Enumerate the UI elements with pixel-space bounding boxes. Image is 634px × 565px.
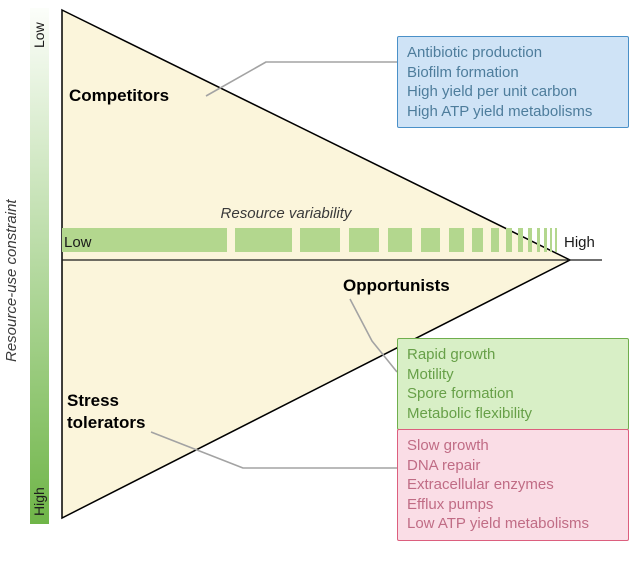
callout-item: Spore formation	[407, 385, 514, 402]
callout-item: Efflux pumps	[407, 495, 494, 513]
resource-constraint-gradient-bar	[30, 8, 49, 524]
connector-line-stress-tolerators	[150, 431, 397, 469]
callout-item: Low ATP yield metabolisms	[407, 515, 590, 532]
region-label-competitors: Competitors	[69, 86, 170, 105]
callout-opportunists: Rapid growth Motility Spore formation Me…	[397, 338, 629, 430]
callout-item: High yield per unit carbon	[407, 83, 578, 100]
callout-item: Extracellular enzymes	[407, 476, 554, 493]
resource-variability-bar	[62, 228, 557, 252]
connector-line-competitors	[205, 61, 397, 97]
callout-item: High ATP yield metabolisms	[407, 102, 593, 120]
y-axis-low-label: Low	[31, 21, 47, 48]
callout-item: Antibiotic production	[407, 44, 543, 61]
connector-line-opportunists	[349, 298, 398, 373]
region-label-opportunists: Opportunists	[343, 276, 450, 295]
region-label-stress-tolerators: Stress tolerators	[67, 390, 145, 434]
x-axis-low-label: Low	[64, 234, 92, 251]
callout-item: Metabolic flexibility	[407, 404, 533, 422]
callout-item: Biofilm formation	[407, 63, 519, 81]
callout-stress-tolerators: Slow growth DNA repair Extracellular enz…	[397, 429, 629, 541]
strategy-triangle	[61, 8, 572, 520]
callout-item: Rapid growth	[407, 346, 496, 363]
x-axis-label: Resource variability	[221, 205, 353, 222]
stress-label-line2: tolerators	[67, 413, 146, 432]
callout-item: Slow growth	[407, 437, 489, 454]
y-axis-label: Resource-use constraint	[3, 199, 20, 362]
y-axis-high-label: High	[31, 487, 47, 516]
callout-item: DNA repair	[407, 456, 481, 474]
callout-item: Motility	[407, 365, 454, 383]
stress-label-line1: Stress	[67, 391, 119, 410]
callout-competitors: Antibiotic production Biofilm formation …	[397, 36, 629, 128]
x-axis-high-label: High	[564, 234, 595, 251]
